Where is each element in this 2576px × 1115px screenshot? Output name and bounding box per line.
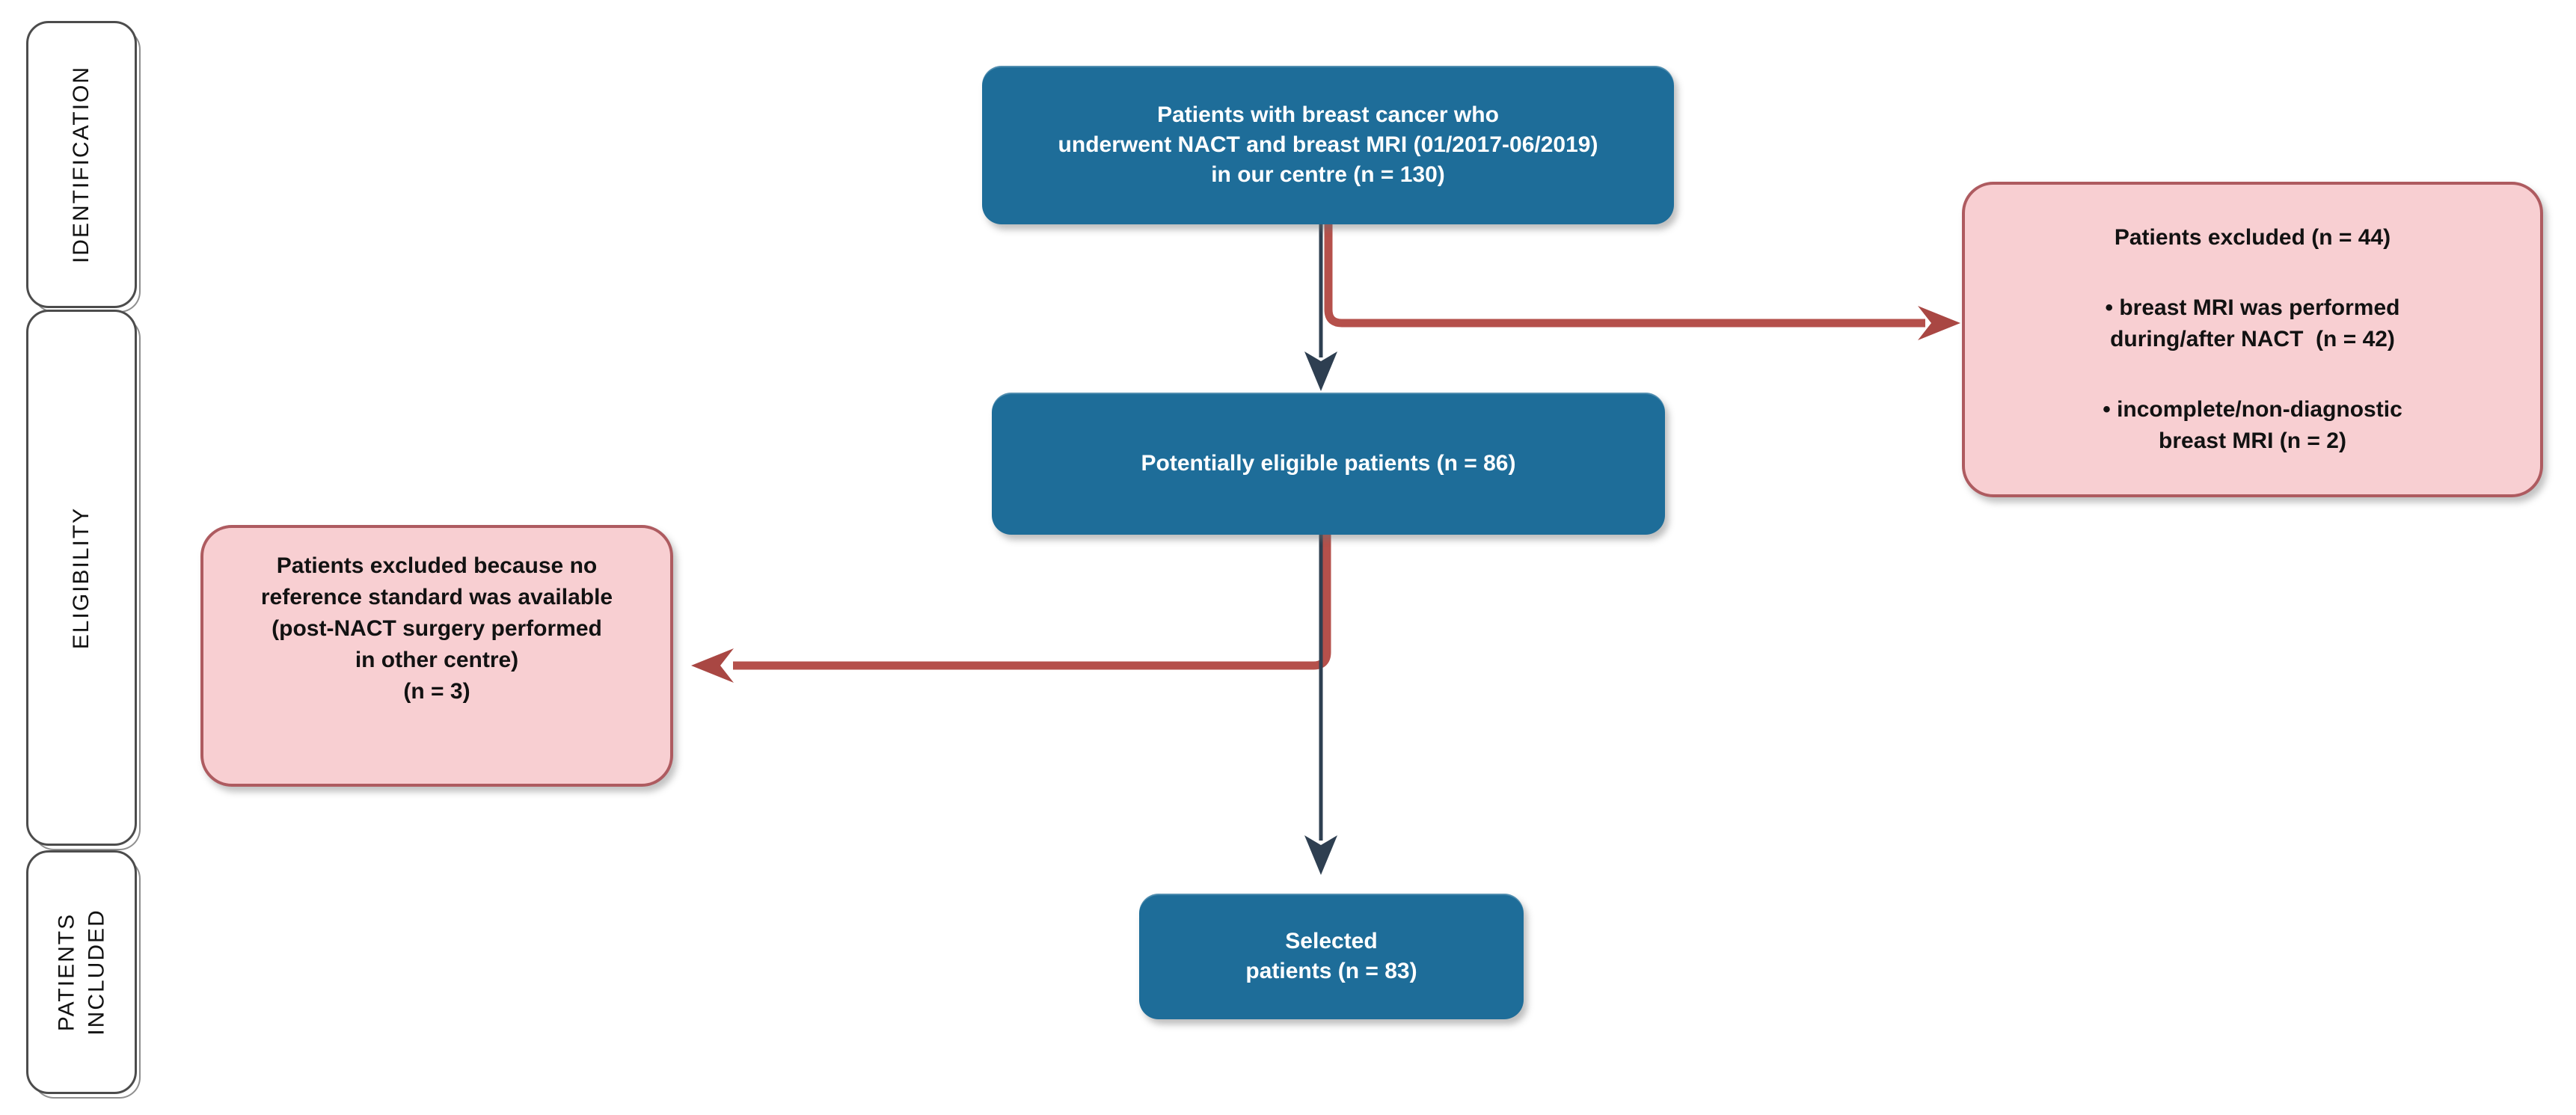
arrow-down-icon <box>1304 835 1337 875</box>
stage-box-eligibility: ELIGIBILITY <box>26 310 137 846</box>
connector-eligible-to-excluded-left <box>691 535 1331 683</box>
node-selected-patients: Selected patients (n = 83) <box>1139 894 1524 1019</box>
node-text-line: Patients excluded because no <box>276 553 598 578</box>
bullet-text-line: • breast MRI was performed <box>2105 295 2400 320</box>
connector-eligible-to-selected <box>1304 535 1337 875</box>
node-text-line: in our centre (n = 130) <box>1211 162 1445 187</box>
arrow-down-icon <box>1304 351 1337 391</box>
bullet-text-line: • incomplete/non-diagnostic <box>2103 397 2402 422</box>
excluded-title: Patients excluded (n = 44) <box>2114 225 2391 250</box>
stage-label-patients-included: PATIENTS INCLUDED <box>54 909 108 1036</box>
node-initial-patients: Patients with breast cancer who underwen… <box>982 66 1674 224</box>
connector-initial-to-eligible <box>1304 224 1337 391</box>
arrow-left-icon <box>691 648 734 683</box>
node-text-line: (post-NACT surgery performed <box>272 616 602 641</box>
bullet-text-line: breast MRI (n = 2) <box>2159 429 2346 453</box>
excluded-bullet: • incomplete/non-diagnostic breast MRI (… <box>2103 394 2402 457</box>
excluded-bullet: • breast MRI was performed during/after … <box>2106 292 2400 355</box>
node-potentially-eligible: Potentially eligible patients (n = 86) <box>992 393 1665 535</box>
stage-box-patients-included: PATIENTS INCLUDED <box>26 850 137 1094</box>
node-excluded-identification: Patients excluded (n = 44) • breast MRI … <box>1962 182 2543 497</box>
arrow-right-icon <box>1918 306 1960 340</box>
node-text-line: reference standard was available <box>260 585 613 609</box>
connector-initial-to-excluded-right <box>1324 224 1960 340</box>
node-text-line: Selected <box>1285 929 1378 953</box>
stage-label-identification: IDENTIFICATION <box>69 65 94 264</box>
bullet-text-line: during/after NACT (n = 42) <box>2110 327 2395 351</box>
node-text-line: Potentially eligible patients (n = 86) <box>1141 451 1516 476</box>
stage-box-identification: IDENTIFICATION <box>26 21 137 308</box>
node-excluded-eligibility: Patients excluded because no reference s… <box>200 525 673 787</box>
node-text-line: (n = 3) <box>403 679 470 704</box>
node-text-line: patients (n = 83) <box>1245 959 1417 983</box>
node-text-line: Patients with breast cancer who <box>1157 102 1499 127</box>
stage-label-eligibility: ELIGIBILITY <box>69 506 94 649</box>
node-text-line: underwent NACT and breast MRI (01/2017-0… <box>1058 132 1598 157</box>
node-text-line: in other centre) <box>355 648 519 672</box>
